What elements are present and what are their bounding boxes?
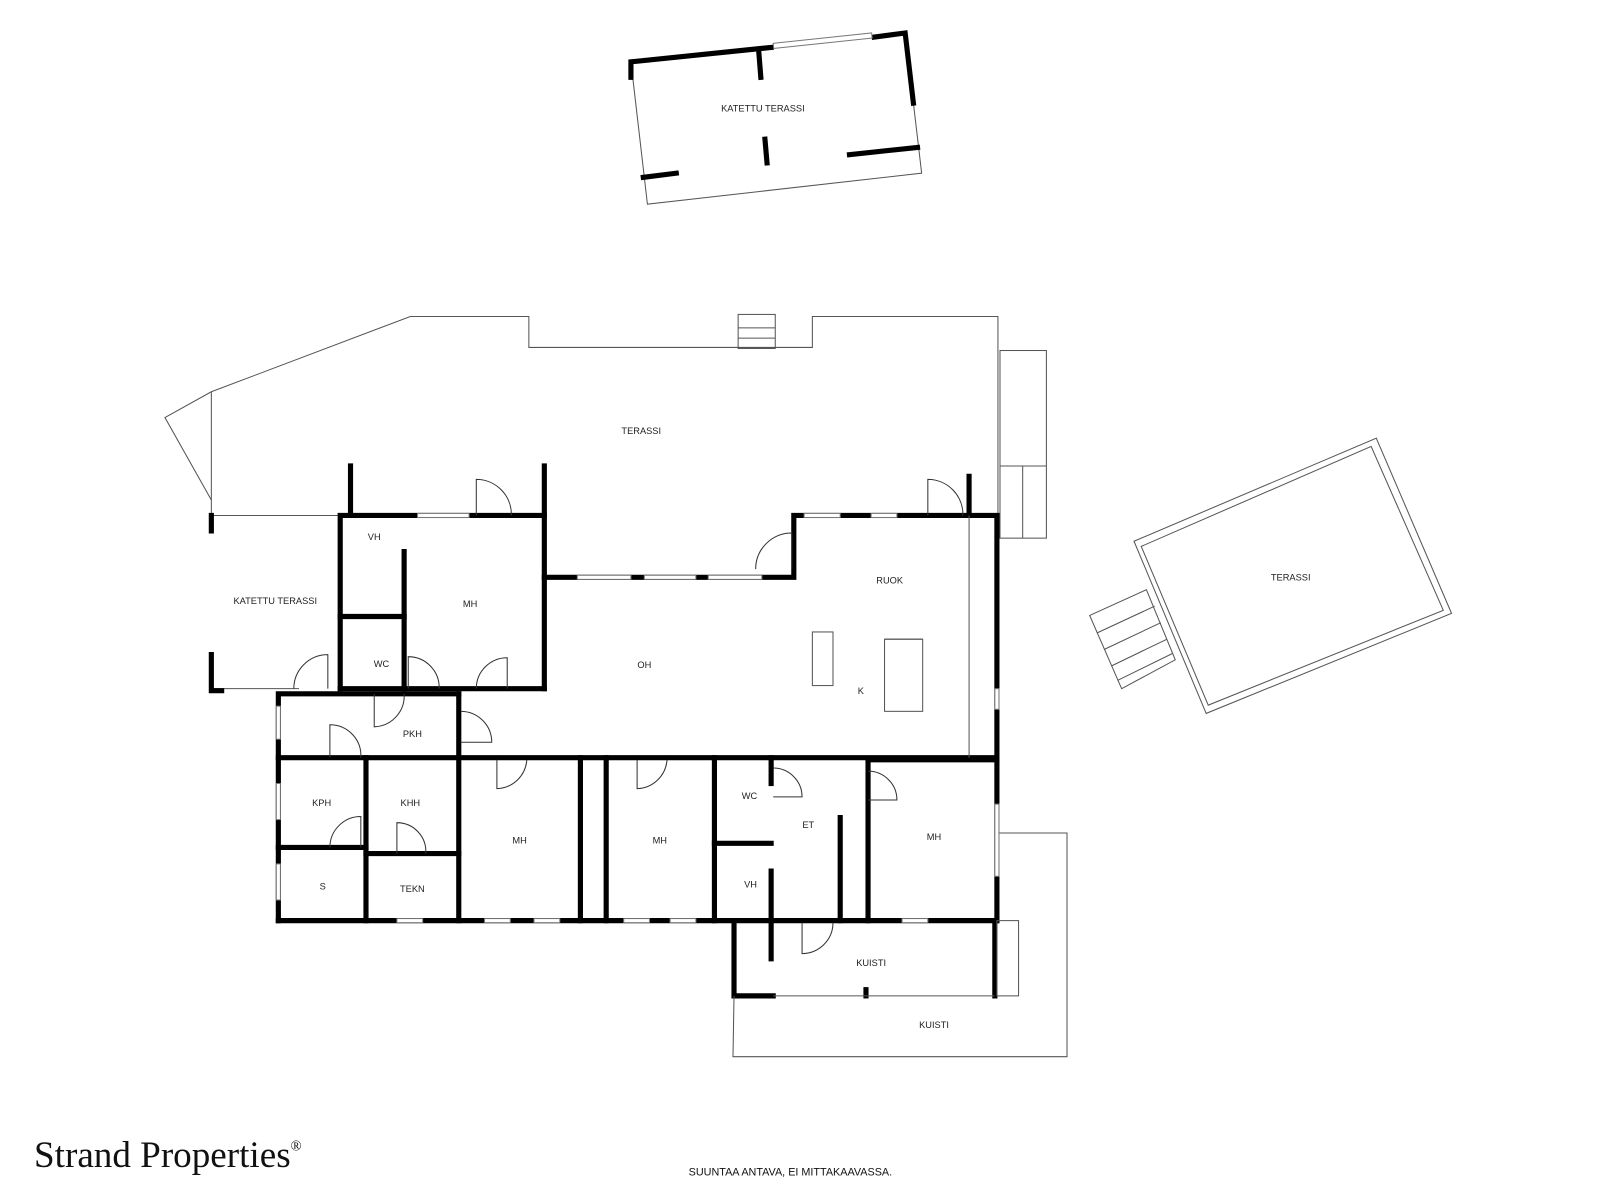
room-label-pkh: PKH	[403, 729, 422, 739]
room-label-vh-2: VH	[744, 880, 757, 890]
room-label-kuisti: KUISTI	[856, 958, 886, 968]
room-label-terrace-main: TERASSI	[621, 426, 661, 436]
room-label-k: K	[858, 686, 865, 696]
room-label-mh-4: MH	[927, 832, 941, 842]
room-label-covered-terrace-top: KATETTU TERASSI	[721, 103, 805, 113]
room-label-tekn: TEKN	[400, 884, 425, 894]
brand-logo: Strand Properties®	[34, 1135, 302, 1176]
room-label-kph: KPH	[312, 798, 331, 808]
room-label-vh: VH	[368, 532, 381, 542]
covered-terrace-left: KATETTU TERASSI	[208, 512, 341, 694]
room-label-oh: OH	[637, 660, 651, 670]
room-label-wc-2: WC	[742, 791, 758, 801]
room-label-terrace-right: TERASSI	[1271, 572, 1311, 582]
room-labels: VH MH WC OH RUOK K PKH KPH KHH S TEKN MH…	[312, 532, 949, 1030]
room-label-mh-3: MH	[653, 835, 667, 845]
right-terrace: TERASSI	[1089, 437, 1453, 715]
room-label-kuisti-2: KUISTI	[919, 1020, 949, 1030]
doors	[293, 478, 964, 955]
room-label-covered-terrace-left: KATETTU TERASSI	[233, 596, 317, 606]
disclaimer-note: SUUNTAA ANTAVA, EI MITTAKAAVASSA.	[689, 1166, 892, 1178]
covered-terrace-pavilion: KATETTU TERASSI	[628, 30, 923, 205]
room-label-ruok: RUOK	[876, 576, 904, 586]
room-label-mh: MH	[463, 599, 477, 609]
room-label-mh-2: MH	[512, 835, 526, 845]
room-label-wc: WC	[374, 659, 390, 669]
main-terrace: TERASSI	[164, 313, 1047, 539]
room-label-s: S	[320, 882, 326, 892]
room-label-et: ET	[802, 820, 814, 830]
windows	[275, 512, 1000, 924]
walls	[275, 463, 1068, 1058]
room-label-khh: KHH	[401, 798, 421, 808]
